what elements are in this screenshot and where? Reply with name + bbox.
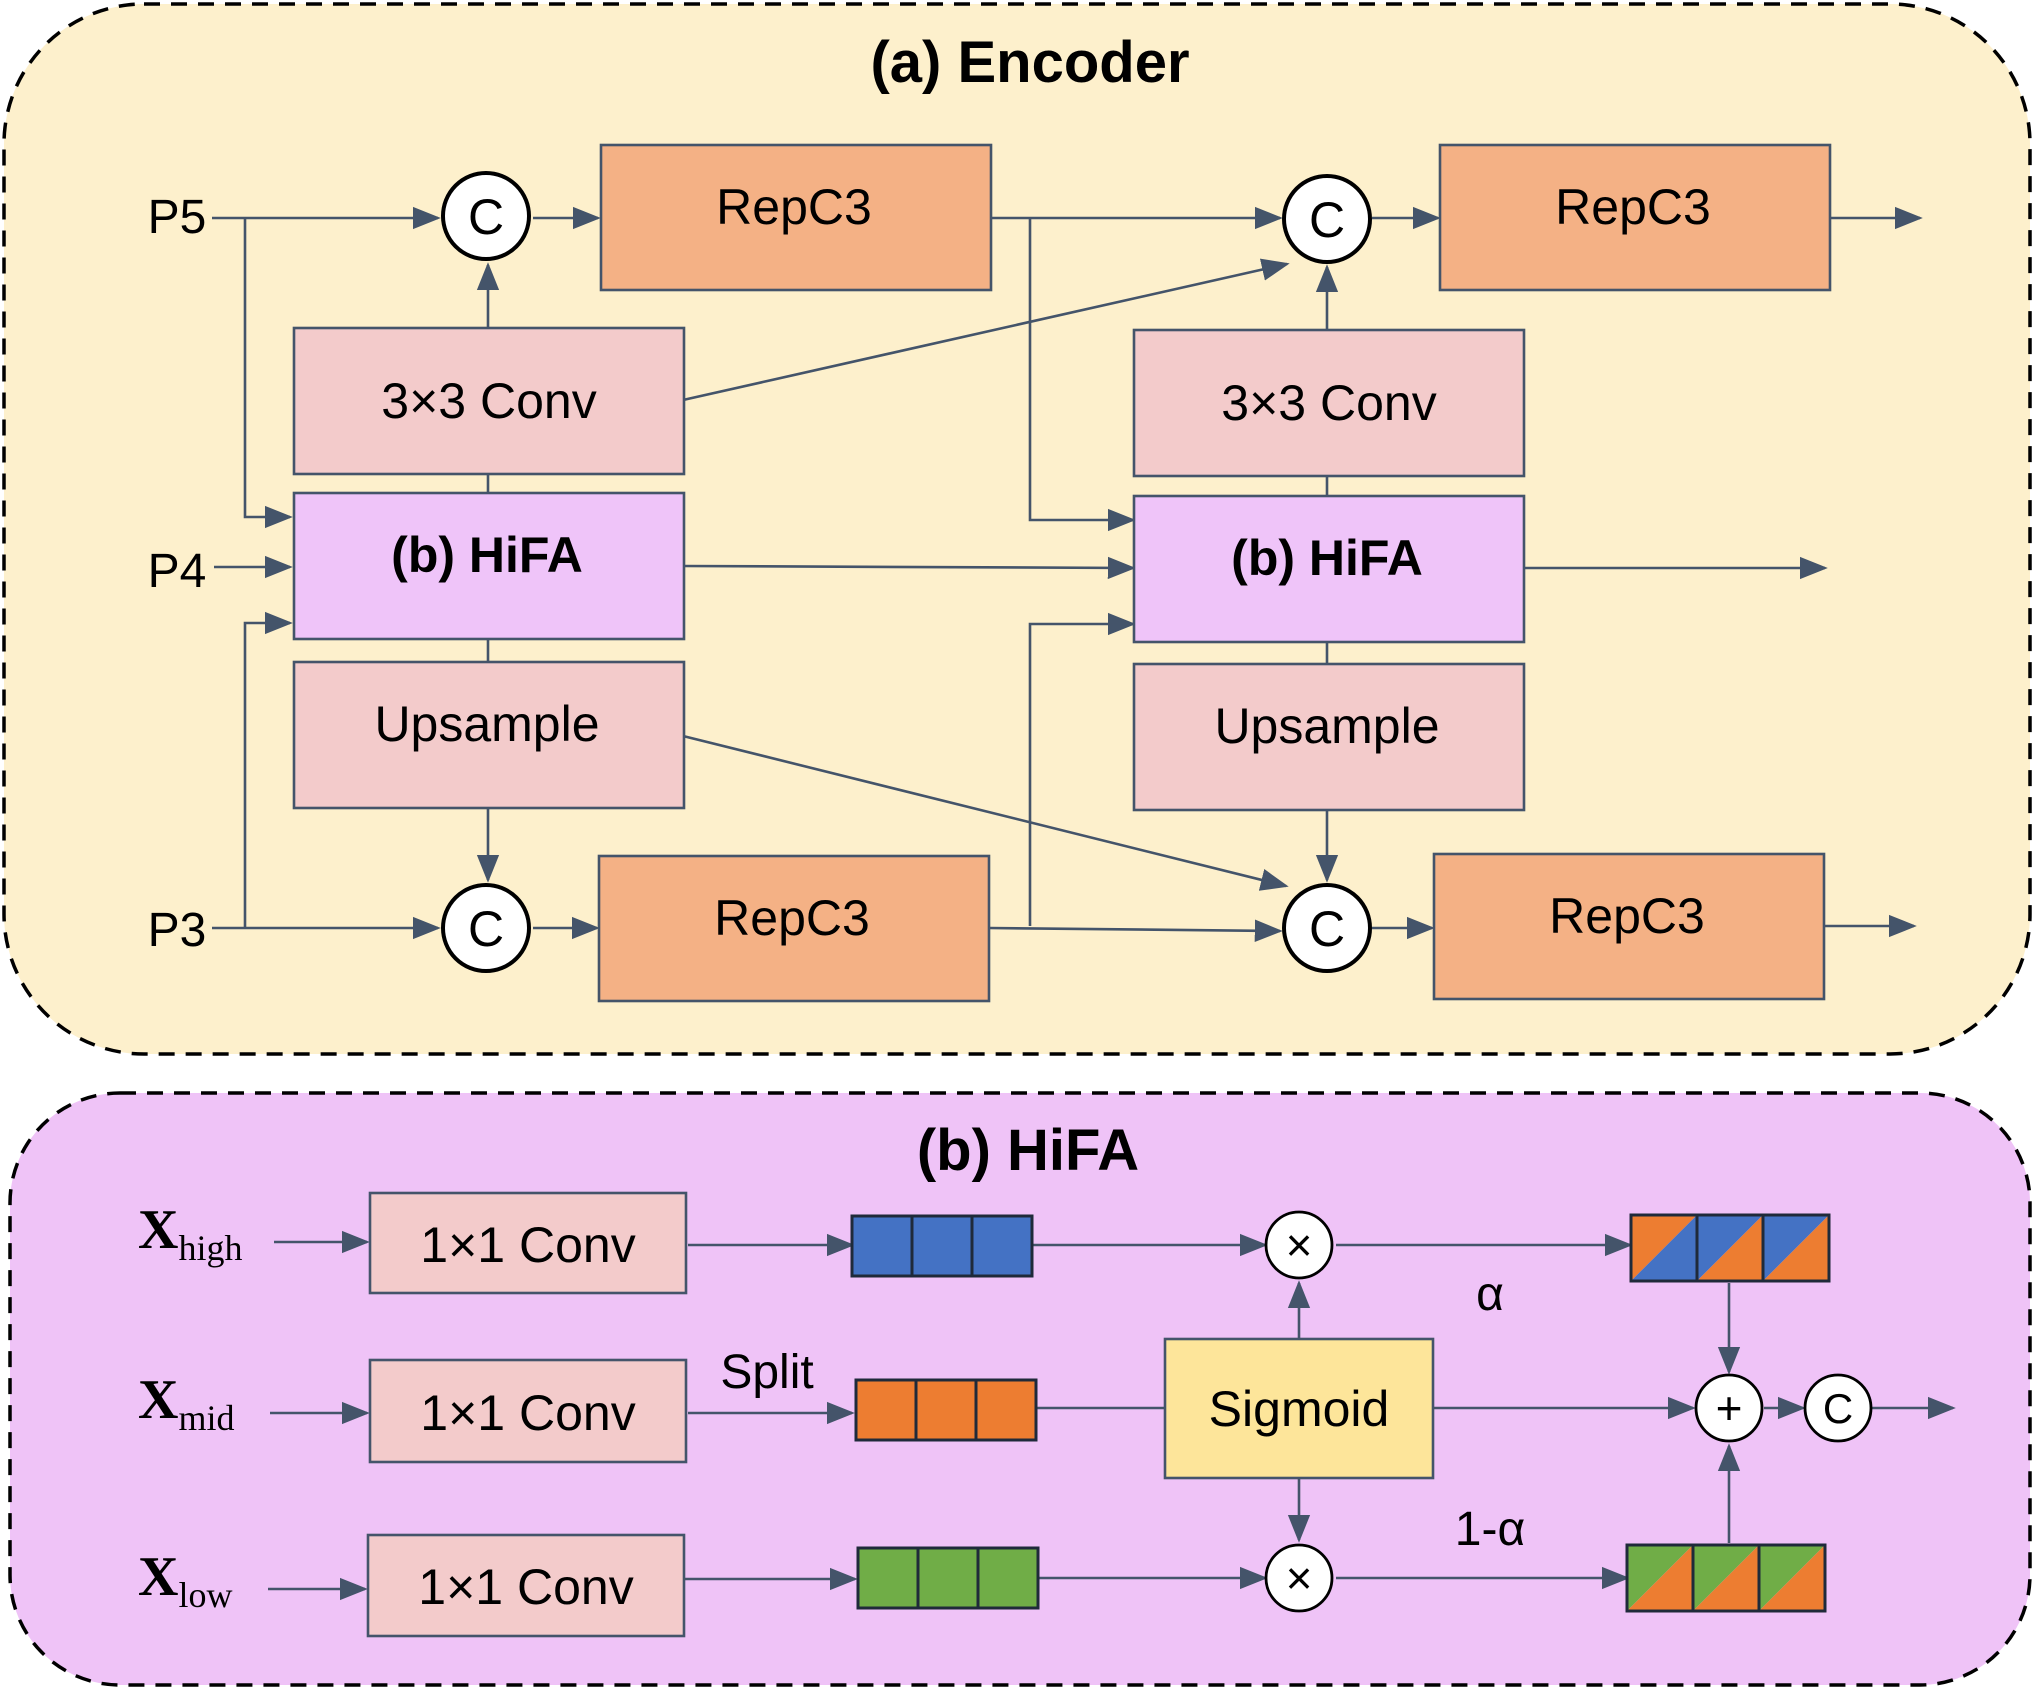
repc3-label-bottom-right: RepC3 bbox=[1549, 888, 1705, 944]
upsample-label-left: Upsample bbox=[374, 696, 599, 752]
input-p5-label: P5 bbox=[148, 191, 207, 244]
upsample-box-left bbox=[292, 660, 686, 810]
repc3-label-top-left: RepC3 bbox=[716, 179, 872, 235]
conv3x3-box-left bbox=[292, 326, 686, 476]
encoder-connectors bbox=[212, 206, 1923, 942]
concat-icon: C bbox=[1309, 901, 1345, 957]
concat-node-bottom-left: C bbox=[441, 883, 531, 973]
concat-icon: C bbox=[1823, 1385, 1853, 1432]
concat-node-hifa: C bbox=[1803, 1373, 1873, 1443]
blended-strip-bottom bbox=[1625, 1543, 1827, 1613]
repc3-box-top-right bbox=[1438, 143, 1832, 292]
hifa-title: (b) HiFA bbox=[917, 1118, 1139, 1183]
input-x-mid-label: Xmid bbox=[138, 1369, 234, 1438]
concat-node-bottom-right: C bbox=[1282, 883, 1372, 973]
repc3-box-bottom-left bbox=[597, 854, 991, 1003]
repc3-label-bottom-left: RepC3 bbox=[714, 890, 870, 946]
encoder-panel: (a) Encoder P5 P4 P3 bbox=[2, 2, 2032, 1056]
sigmoid-label: Sigmoid bbox=[1209, 1381, 1390, 1437]
conv3x3-label-left: 3×3 Conv bbox=[381, 373, 596, 429]
hifa-panel: (b) HiFA Xhigh Xmid Xlow bbox=[8, 1091, 2032, 1687]
conv1x1-label-mid: 1×1 Conv bbox=[420, 1385, 635, 1441]
concat-node-top-right: C bbox=[1282, 174, 1372, 264]
concat-icon: C bbox=[468, 901, 504, 957]
hifa-box-left bbox=[292, 491, 686, 641]
feature-strip-orange bbox=[854, 1378, 1038, 1442]
one-minus-alpha-label: 1-α bbox=[1455, 1503, 1525, 1556]
input-x-low-label: Xlow bbox=[138, 1546, 232, 1615]
conv3x3-label-right: 3×3 Conv bbox=[1221, 375, 1436, 431]
split-label: Split bbox=[720, 1346, 813, 1399]
add-node: + bbox=[1694, 1373, 1764, 1443]
add-icon: + bbox=[1716, 1382, 1743, 1434]
repc3-box-bottom-right bbox=[1432, 852, 1826, 1001]
hifa-label-left: (b) HiFA bbox=[391, 527, 583, 583]
conv1x1-box-high bbox=[368, 1191, 688, 1295]
blended-strip-top bbox=[1629, 1213, 1831, 1283]
hifa-box-right bbox=[1132, 494, 1526, 644]
concat-icon: C bbox=[468, 189, 504, 245]
hifa-connectors bbox=[268, 1230, 1956, 1601]
upsample-box-right bbox=[1132, 662, 1526, 812]
conv1x1-box-low bbox=[366, 1533, 686, 1638]
conv1x1-box-mid bbox=[368, 1358, 688, 1464]
concat-node-top-left: C bbox=[441, 171, 531, 261]
conv1x1-label-high: 1×1 Conv bbox=[420, 1217, 635, 1273]
input-p3-label: P3 bbox=[148, 904, 207, 957]
encoder-title: (a) Encoder bbox=[870, 30, 1189, 95]
hifa-label-right: (b) HiFA bbox=[1231, 530, 1423, 586]
feature-strip-green bbox=[856, 1546, 1040, 1610]
repc3-box-top-left bbox=[599, 143, 993, 292]
upsample-label-right: Upsample bbox=[1214, 698, 1439, 754]
multiply-node-top: × bbox=[1264, 1210, 1334, 1280]
conv3x3-box-right bbox=[1132, 328, 1526, 478]
feature-strip-blue bbox=[850, 1214, 1034, 1278]
multiply-icon: × bbox=[1286, 1552, 1313, 1604]
input-x-high-label: Xhigh bbox=[138, 1199, 242, 1268]
concat-icon: C bbox=[1309, 192, 1345, 248]
conv1x1-label-low: 1×1 Conv bbox=[418, 1559, 633, 1615]
multiply-node-bottom: × bbox=[1264, 1543, 1334, 1613]
alpha-label: α bbox=[1476, 1268, 1504, 1321]
repc3-label-top-right: RepC3 bbox=[1555, 179, 1711, 235]
sigmoid-box bbox=[1163, 1337, 1435, 1480]
multiply-icon: × bbox=[1286, 1219, 1313, 1271]
input-p4-label: P4 bbox=[148, 545, 207, 598]
